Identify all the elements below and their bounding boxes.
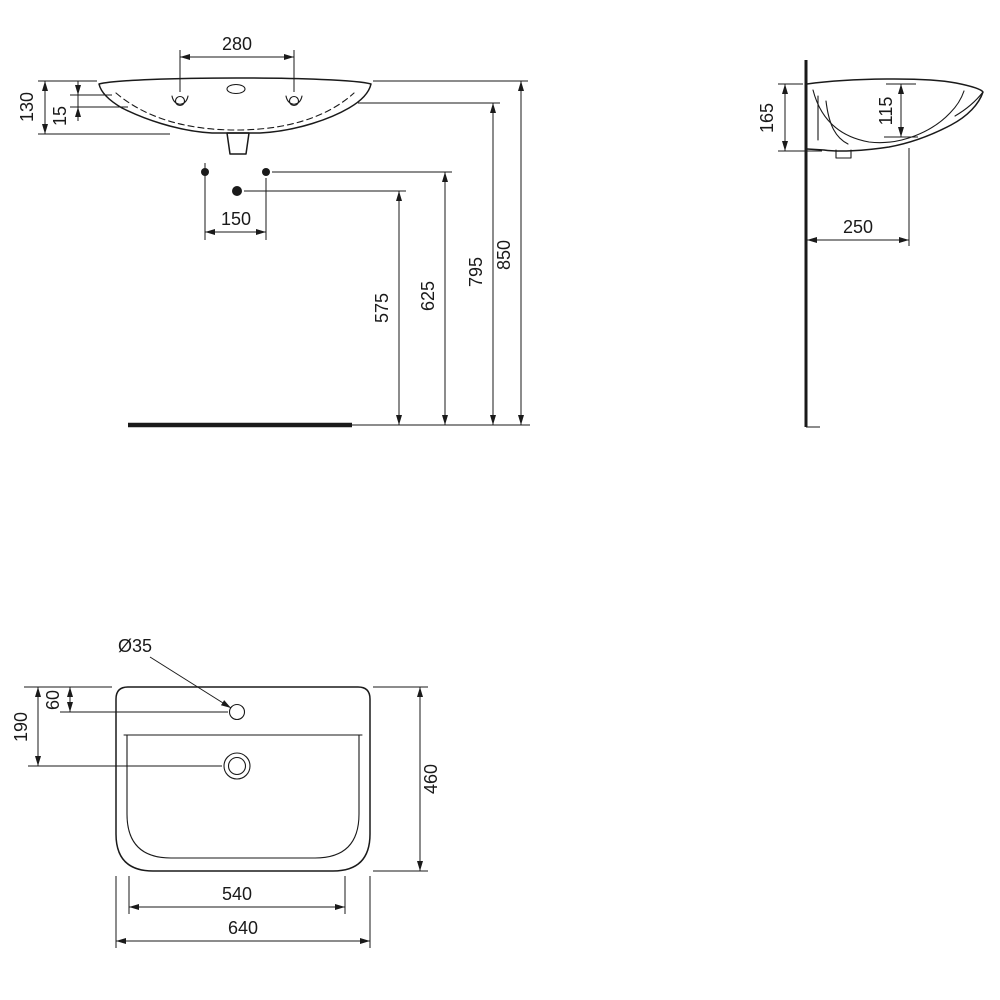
lug-outline (171, 95, 189, 105)
lug-outline (285, 95, 303, 105)
front-drain-outlet (226, 132, 250, 155)
dim-575: 575 (244, 190, 406, 425)
side-basin-profile (806, 78, 984, 152)
dim-280: 280 (179, 34, 295, 92)
leader-line (149, 656, 232, 709)
dim-280-label: 280 (222, 34, 252, 54)
dim-795: 795 (358, 102, 500, 425)
plan-drain-outer-circle (223, 752, 251, 780)
dim-115: 115 (876, 83, 918, 138)
dim-130: 130 (17, 80, 170, 135)
front-fixing-lug-left (171, 95, 189, 107)
front-bowl-hidden-edge (115, 92, 355, 131)
dim-60: 60 (43, 687, 228, 713)
side-back-detail-2 (825, 100, 849, 145)
dim-540-label: 540 (222, 884, 252, 904)
side-bowl-inner (812, 89, 965, 144)
plan-outline (115, 686, 371, 872)
plan-bowl-inner (126, 734, 360, 859)
dim-795-label: 795 (466, 257, 486, 287)
dim-15: 15 (50, 81, 128, 126)
side-rim-front-inner (954, 91, 984, 117)
side-view: 165 115 250 (757, 60, 984, 428)
dim-850: 850 (373, 80, 528, 425)
dim-165: 165 (757, 83, 822, 152)
dim-15-label: 15 (50, 106, 70, 126)
lug-hole (174, 95, 186, 107)
dim-150-label: 150 (221, 209, 251, 229)
dim-850-label: 850 (494, 240, 514, 270)
plan-taphole-circle (228, 703, 246, 721)
dim-250: 250 (807, 148, 910, 246)
wall-fixing-dot-right (262, 168, 270, 176)
dim-540: 540 (128, 876, 346, 914)
plan-view: Ø35 60 190 460 540 (11, 636, 441, 948)
dim-460: 460 (373, 686, 441, 872)
dim-165-label: 165 (757, 103, 777, 133)
dim-625-label: 625 (418, 281, 438, 311)
dim-190: 190 (11, 687, 222, 767)
dim-625: 625 (272, 171, 452, 425)
front-overflow-hole (226, 83, 246, 95)
front-basin-outline (98, 77, 372, 134)
dim-60-label: 60 (43, 690, 63, 710)
dim-250-label: 250 (843, 217, 873, 237)
dim-460-label: 460 (421, 764, 441, 794)
dim-130-label: 130 (17, 92, 37, 122)
dim-150: 150 (204, 163, 267, 240)
side-drain-outlet (835, 149, 852, 159)
dim-640: 640 (115, 876, 371, 948)
front-fixing-lug-right (285, 95, 303, 107)
taphole-diameter-label: Ø35 (118, 636, 152, 656)
front-drain-center-dot (232, 186, 242, 196)
dim-640-label: 640 (228, 918, 258, 938)
callout-taphole-diameter: Ø35 (118, 636, 232, 709)
lug-hole (288, 95, 300, 107)
dim-115-label: 115 (876, 97, 896, 126)
dim-575-label: 575 (372, 293, 392, 323)
front-view: 280 130 15 150 575 (17, 34, 530, 428)
plan-drain-inner-circle (227, 756, 247, 776)
dim-190-label: 190 (11, 712, 31, 742)
